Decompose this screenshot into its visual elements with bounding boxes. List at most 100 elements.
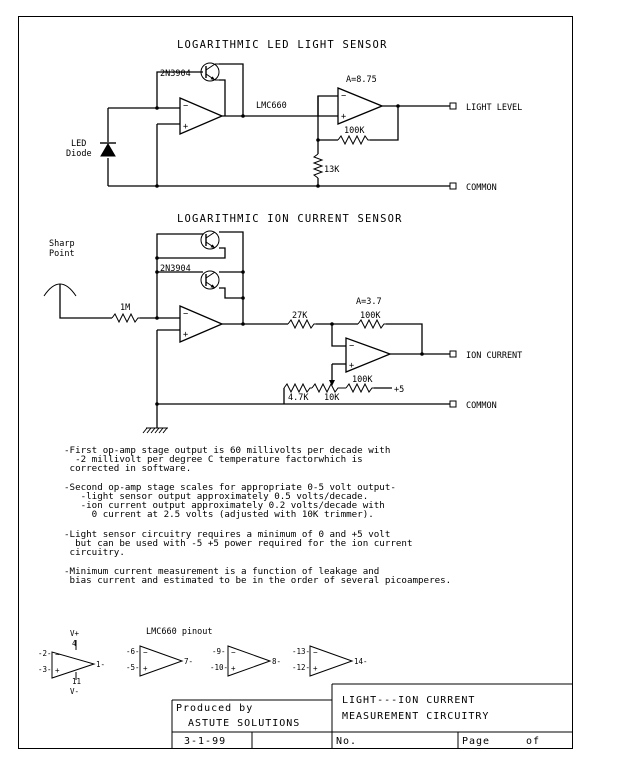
ion-trim-resistor-label: 4.7K bbox=[288, 393, 309, 403]
ion-input-resistor bbox=[111, 312, 140, 324]
drawing-title-2: MEASUREMENT CIRCUITRY bbox=[342, 711, 489, 722]
ion-gain-label: A=3.7 bbox=[356, 297, 382, 307]
pinout-vminus: V- bbox=[70, 687, 79, 696]
pinout-vplus-pin: 4 bbox=[72, 639, 77, 648]
led-feedback-resistor bbox=[337, 134, 370, 146]
note-line: -ion current output approximately 0.2 vo… bbox=[64, 500, 385, 511]
svg-text:−: − bbox=[313, 648, 318, 657]
note-line: -light sensor output approximately 0.5 v… bbox=[64, 491, 368, 502]
pin-inv: -9- bbox=[212, 647, 226, 656]
pinout-amp: −+ -13- -12- 14- bbox=[292, 645, 368, 677]
pin-non: -10- bbox=[210, 663, 228, 672]
title-block: Produced by ASTUTE SOLUTIONS LIGHT---ION… bbox=[171, 683, 572, 748]
svg-text:+: + bbox=[349, 361, 354, 371]
note-line: -First op-amp stage output is 60 millivo… bbox=[64, 445, 390, 456]
svg-text:+: + bbox=[183, 330, 188, 340]
note-line: -2 millivolt per degree C temperature fa… bbox=[64, 454, 363, 465]
pinout-amp: − + -6- -5- 7- bbox=[126, 645, 193, 677]
pin-out: 7- bbox=[184, 657, 193, 666]
ion-trimmer-label: 10K bbox=[324, 393, 340, 403]
page-label: Page bbox=[462, 736, 490, 747]
svg-text:−: − bbox=[183, 309, 188, 319]
ion-series-resistor bbox=[287, 318, 316, 330]
led-diode-label-2: Diode bbox=[66, 149, 92, 159]
ion-transistor-label: 2N3904 bbox=[160, 264, 191, 274]
company-name: ASTUTE SOLUTIONS bbox=[188, 718, 300, 729]
pin-out: 8- bbox=[272, 657, 281, 666]
svg-text:−: − bbox=[55, 650, 60, 659]
pinout-vminus-pin: 11 bbox=[72, 677, 81, 686]
led-opamp-1 bbox=[179, 97, 224, 135]
drawing-date: 3-1-99 bbox=[184, 736, 226, 747]
svg-text:−: − bbox=[349, 341, 354, 351]
note-line: -Minimum current measurement is a functi… bbox=[64, 566, 379, 577]
pin-out: 1- bbox=[96, 660, 105, 669]
ion-current-label: ION CURRENT bbox=[466, 351, 522, 361]
led-opamp-2 bbox=[337, 87, 384, 125]
pin-out: 14- bbox=[354, 657, 368, 666]
sharp-point-label-2: Point bbox=[49, 249, 75, 259]
led-divider-resistor-label: 13K bbox=[324, 165, 340, 175]
design-notes: -First op-amp stage output is 60 millivo… bbox=[64, 445, 451, 586]
led-gain-label: A=8.75 bbox=[346, 75, 377, 85]
note-line: corrected in software. bbox=[64, 463, 191, 474]
ion-opamp-2 bbox=[345, 337, 392, 373]
led-diode-label-1: LED bbox=[71, 139, 86, 149]
drawing-title-1: LIGHT---ION CURRENT bbox=[342, 695, 475, 706]
ion-common-label: COMMON bbox=[466, 401, 497, 411]
ion-trimmer bbox=[311, 382, 346, 394]
pinout-amp: −+ -9- -10- 8- bbox=[210, 645, 281, 677]
ion-supply-label: +5 bbox=[394, 385, 404, 395]
lmc660-pinout: LMC660 pinout V+ 4 11 V- −+ -2- -3- 1- −… bbox=[38, 627, 368, 696]
ion-feedback-resistor bbox=[357, 318, 386, 330]
ion-common-terminal bbox=[449, 400, 457, 408]
ion-input-resistor-label: 1M bbox=[120, 303, 130, 313]
light-level-label: LIGHT LEVEL bbox=[466, 103, 522, 113]
note-line: but can be used with -5 +5 power require… bbox=[64, 538, 412, 549]
ion-sensor-title: LOGARITHMIC ION CURRENT SENSOR bbox=[177, 213, 403, 225]
ground-symbol bbox=[142, 427, 168, 434]
sheet-border bbox=[18, 16, 573, 749]
light-level-terminal bbox=[449, 102, 457, 110]
ion-transistor-2 bbox=[200, 270, 220, 290]
led-transistor bbox=[200, 62, 220, 82]
note-line: circuitry. bbox=[64, 547, 125, 558]
svg-text:−: − bbox=[341, 91, 346, 101]
of-label: of bbox=[526, 736, 540, 747]
drawing-no-label: No. bbox=[336, 736, 357, 747]
svg-text:−: − bbox=[143, 648, 148, 657]
led-common-terminal bbox=[449, 182, 457, 190]
pin-non: -5- bbox=[126, 663, 140, 672]
svg-text:−: − bbox=[183, 101, 188, 111]
pin-inv: -13- bbox=[292, 647, 310, 656]
led-opamp-label: LMC660 bbox=[256, 101, 287, 111]
svg-text:−: − bbox=[231, 648, 236, 657]
pin-inv: -6- bbox=[126, 647, 140, 656]
svg-text:+: + bbox=[313, 664, 318, 673]
led-sensor-title: LOGARITHMIC LED LIGHT SENSOR bbox=[177, 39, 388, 51]
note-line: 0 current at 2.5 volts (adjusted with 10… bbox=[64, 509, 374, 520]
note-line: -Second op-amp stage scales for appropri… bbox=[64, 482, 396, 493]
ion-transistor-1 bbox=[200, 230, 220, 250]
led-common-label: COMMON bbox=[466, 183, 497, 193]
pinout-vplus: V+ bbox=[70, 629, 80, 638]
pinout-amp: −+ -2- -3- 1- bbox=[38, 649, 105, 679]
ion-sensor-circuit: LOGARITHMIC ION CURRENT SENSOR Sharp Poi… bbox=[43, 213, 522, 434]
note-line: bias current and estimated to be in the … bbox=[64, 575, 451, 586]
led-feedback-resistor-label: 100K bbox=[344, 126, 365, 136]
led-sensor-circuit: LOGARITHMIC LED LIGHT SENSOR − + − + bbox=[66, 39, 522, 193]
svg-text:+: + bbox=[143, 664, 148, 673]
note-line: -Light sensor circuitry requires a minim… bbox=[64, 529, 390, 540]
led-divider-resistor bbox=[312, 153, 324, 179]
pin-inv: -2- bbox=[38, 649, 52, 658]
ion-trim-resistor bbox=[283, 382, 312, 394]
ion-opamp-1 bbox=[179, 305, 224, 343]
produced-by: Produced by bbox=[176, 703, 253, 714]
ion-series-resistor-label: 27K bbox=[292, 311, 308, 321]
pin-non: -3- bbox=[38, 665, 52, 674]
ion-current-terminal bbox=[449, 350, 457, 358]
ion-offset-resistor bbox=[345, 382, 374, 394]
svg-text:+: + bbox=[183, 122, 188, 132]
led-diode bbox=[100, 143, 116, 157]
